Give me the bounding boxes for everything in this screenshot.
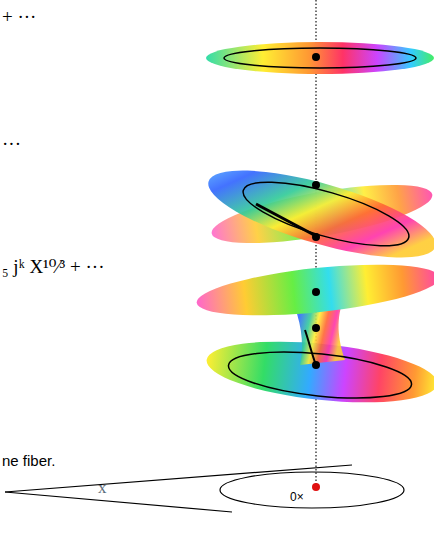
origin-label: 0× bbox=[290, 490, 304, 504]
formula-tail: ··· bbox=[2, 133, 21, 156]
formula-tail: + ··· bbox=[2, 6, 36, 29]
top-sheet bbox=[206, 42, 434, 74]
point-label: x bbox=[98, 478, 107, 498]
formula-term: ₅ jᵏ X¹⁰⁄³ + ··· bbox=[2, 256, 105, 279]
twisted-sheets bbox=[194, 255, 434, 412]
caption-fragment: ne fiber. bbox=[2, 452, 55, 470]
base-disc bbox=[5, 465, 404, 512]
crossing-sheets bbox=[200, 153, 434, 276]
